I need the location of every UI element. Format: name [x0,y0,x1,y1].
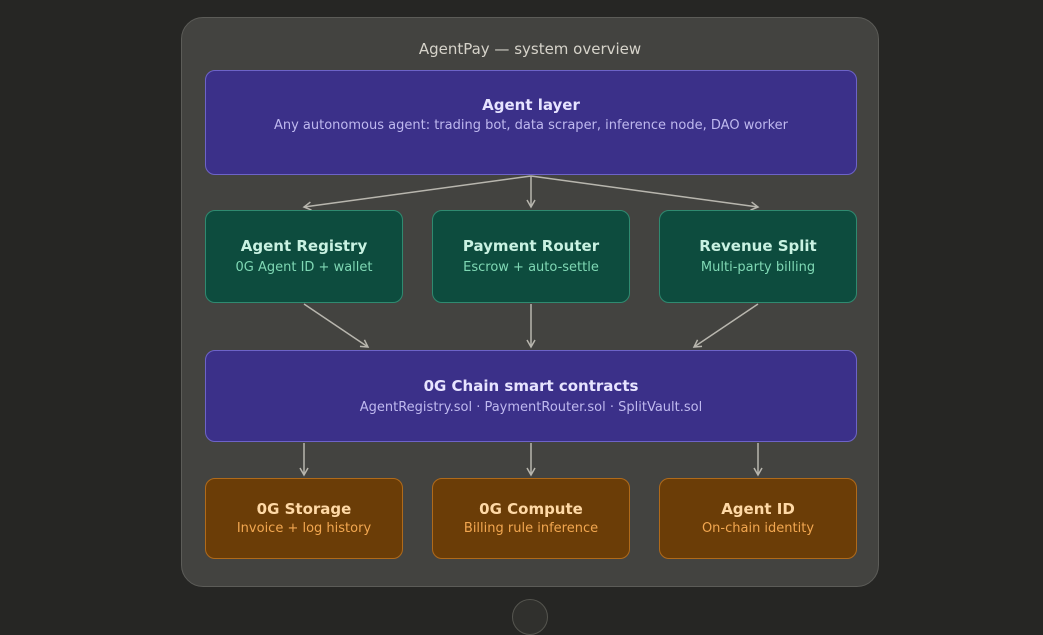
agent-id-subtitle: On-chain identity [701,521,815,536]
compute-subtitle: Billing rule inference [463,521,599,536]
agent-layer-subtitle: Any autonomous agent: trading bot, data … [273,118,789,133]
revenue-split-box: Revenue Split Multi-party billing [659,210,857,303]
storage-title: 0G Storage [256,500,352,518]
diagram-title: AgentPay — system overview [418,40,642,58]
agent-id-box: Agent ID On-chain identity [659,478,857,559]
payment-router-box: Payment Router Escrow + auto-settle [432,210,630,303]
storage-subtitle: Invoice + log history [236,521,372,536]
revenue-split-title: Revenue Split [699,237,817,255]
scroll-button[interactable] [512,599,548,635]
agent-id-title: Agent ID [721,500,795,518]
revenue-split-subtitle: Multi-party billing [700,260,816,275]
agent-registry-subtitle: 0G Agent ID + wallet [235,260,373,275]
compute-title: 0G Compute [479,500,583,518]
payment-router-subtitle: Escrow + auto-settle [463,260,599,275]
smart-contracts-subtitle: AgentRegistry.sol · PaymentRouter.sol · … [359,400,703,415]
smart-contracts-box: 0G Chain smart contracts AgentRegistry.s… [205,350,857,442]
storage-box: 0G Storage Invoice + log history [205,478,403,559]
compute-box: 0G Compute Billing rule inference [432,478,630,559]
agent-layer-box: Agent layer Any autonomous agent: tradin… [205,70,857,175]
agent-layer-title: Agent layer [482,96,580,114]
agent-registry-title: Agent Registry [240,237,368,255]
agent-registry-box: Agent Registry 0G Agent ID + wallet [205,210,403,303]
smart-contracts-title: 0G Chain smart contracts [423,377,639,395]
payment-router-title: Payment Router [462,237,600,255]
